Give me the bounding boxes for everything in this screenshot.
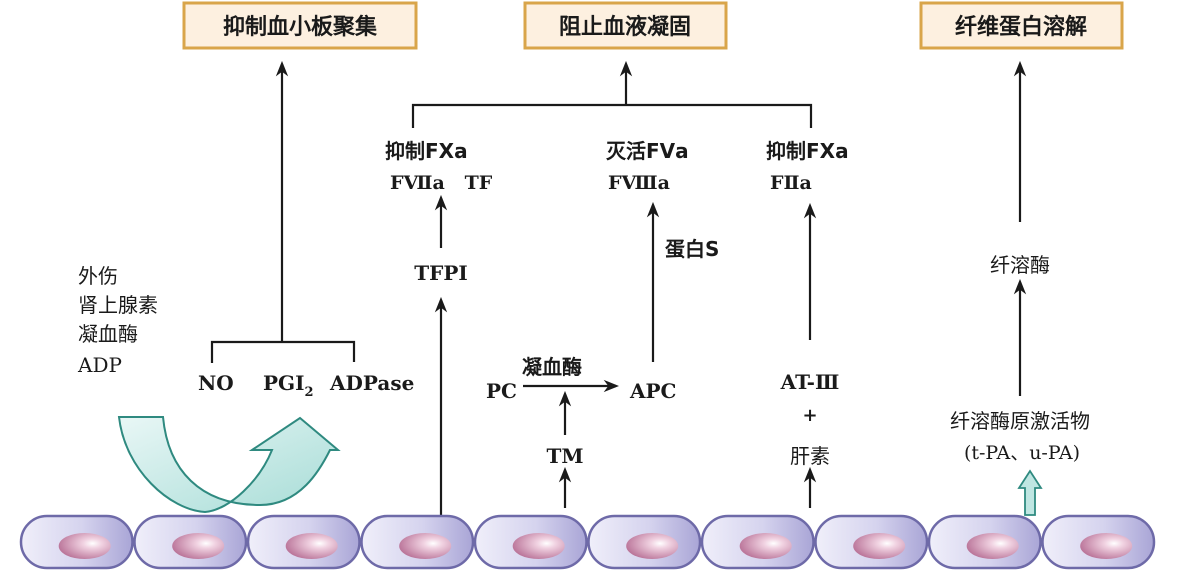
endothelial-cell bbox=[927, 514, 1042, 570]
cell-nucleus bbox=[853, 533, 906, 559]
coagulation-bracket bbox=[411, 60, 813, 128]
plasminogen-activator-label: 纤溶酶原激活物 bbox=[950, 409, 1090, 433]
apc-effect-line1: 灭活FⅤa bbox=[606, 139, 689, 163]
pc-label: PC bbox=[486, 379, 517, 403]
endothelial-cell bbox=[1041, 514, 1156, 570]
factor-no: NO bbox=[198, 371, 234, 395]
endothelial-cell bbox=[473, 514, 588, 570]
endothelial-cell bbox=[814, 514, 929, 570]
endothelial-cell bbox=[700, 514, 815, 570]
outcome-box-fibrinolysis: 纤维蛋白溶解 bbox=[919, 1, 1124, 50]
cell-nucleus bbox=[172, 533, 225, 559]
endothelial-cell-layer bbox=[19, 514, 1156, 570]
endothelial-cell bbox=[133, 514, 248, 570]
outcome-label-coagulation: 阻止血液凝固 bbox=[559, 14, 691, 40]
cell-nucleus bbox=[512, 533, 565, 559]
plasmin-label: 纤溶酶 bbox=[990, 253, 1050, 277]
outcome-label-fibrinolysis: 纤维蛋白溶解 bbox=[955, 14, 1087, 40]
tfpi-effect-line2: FⅦa TF bbox=[390, 172, 493, 194]
cell-nucleus bbox=[399, 533, 452, 559]
tm-label: TM bbox=[546, 444, 583, 468]
thrombin-label: 凝血酶 bbox=[522, 355, 582, 379]
tfpi-label: TFPI bbox=[414, 261, 467, 285]
stimulus-thrombin: 凝血酶 bbox=[78, 322, 138, 346]
tfpi-effect-line1: 抑制FⅩa bbox=[385, 139, 468, 163]
apc-effect-line2: FⅧa bbox=[608, 172, 670, 194]
endothelial-cell bbox=[246, 514, 361, 570]
at-effect-line2: FⅡa bbox=[770, 172, 812, 194]
plus-sign: + bbox=[802, 405, 817, 426]
stimulus-epinephrine: 肾上腺素 bbox=[78, 293, 158, 317]
stimulation-curved-arrow bbox=[117, 416, 341, 514]
outcome-box-platelet: 抑制血小板聚集 bbox=[182, 1, 418, 50]
cell-nucleus bbox=[285, 533, 338, 559]
outcome-box-coagulation: 阻止血液凝固 bbox=[523, 1, 728, 50]
endothelial-cell bbox=[360, 514, 475, 570]
tfpi-branch: 抑制FⅩa FⅦa TF TFPI bbox=[385, 139, 493, 516]
cell-nucleus bbox=[966, 533, 1019, 559]
stimuli-list: 外伤 肾上腺素 凝血酶 ADP bbox=[77, 264, 158, 377]
endothelial-cell bbox=[19, 514, 134, 570]
endothelial-cell bbox=[587, 514, 702, 570]
stimulus-adp: ADP bbox=[77, 353, 122, 377]
platelet-bracket bbox=[210, 340, 356, 363]
factor-pgi2: PGI2 bbox=[263, 371, 314, 400]
platelet-branch: NO PGI2 ADPase bbox=[198, 60, 414, 400]
heparin-label: 肝素 bbox=[790, 444, 830, 468]
protein-s-label: 蛋白S bbox=[665, 237, 719, 261]
activator-types-label: (t-PA、u-PA) bbox=[964, 442, 1080, 464]
at-branch: 抑制FⅩa FⅡa AT-Ⅲ + 肝素 bbox=[766, 139, 849, 508]
outcome-label-platelet: 抑制血小板聚集 bbox=[223, 14, 378, 40]
apc-label: APC bbox=[629, 379, 676, 403]
cell-nucleus bbox=[58, 533, 111, 559]
stimulus-trauma: 外伤 bbox=[78, 264, 118, 288]
at-iii-label: AT-Ⅲ bbox=[780, 370, 840, 394]
cell-nucleus bbox=[626, 533, 679, 559]
at-effect-line1: 抑制FⅩa bbox=[766, 139, 849, 163]
cell-nucleus bbox=[1080, 533, 1133, 559]
factor-adpase: ADPase bbox=[329, 371, 414, 395]
teal-up-arrow-icon bbox=[1017, 469, 1043, 516]
apc-branch: 灭活FⅤa FⅧa 蛋白S PC 凝血酶 APC TM bbox=[486, 139, 719, 508]
fibrinolysis-branch: 纤溶酶 纤溶酶原激活物 (t-PA、u-PA) bbox=[950, 60, 1090, 516]
cell-nucleus bbox=[739, 533, 792, 559]
